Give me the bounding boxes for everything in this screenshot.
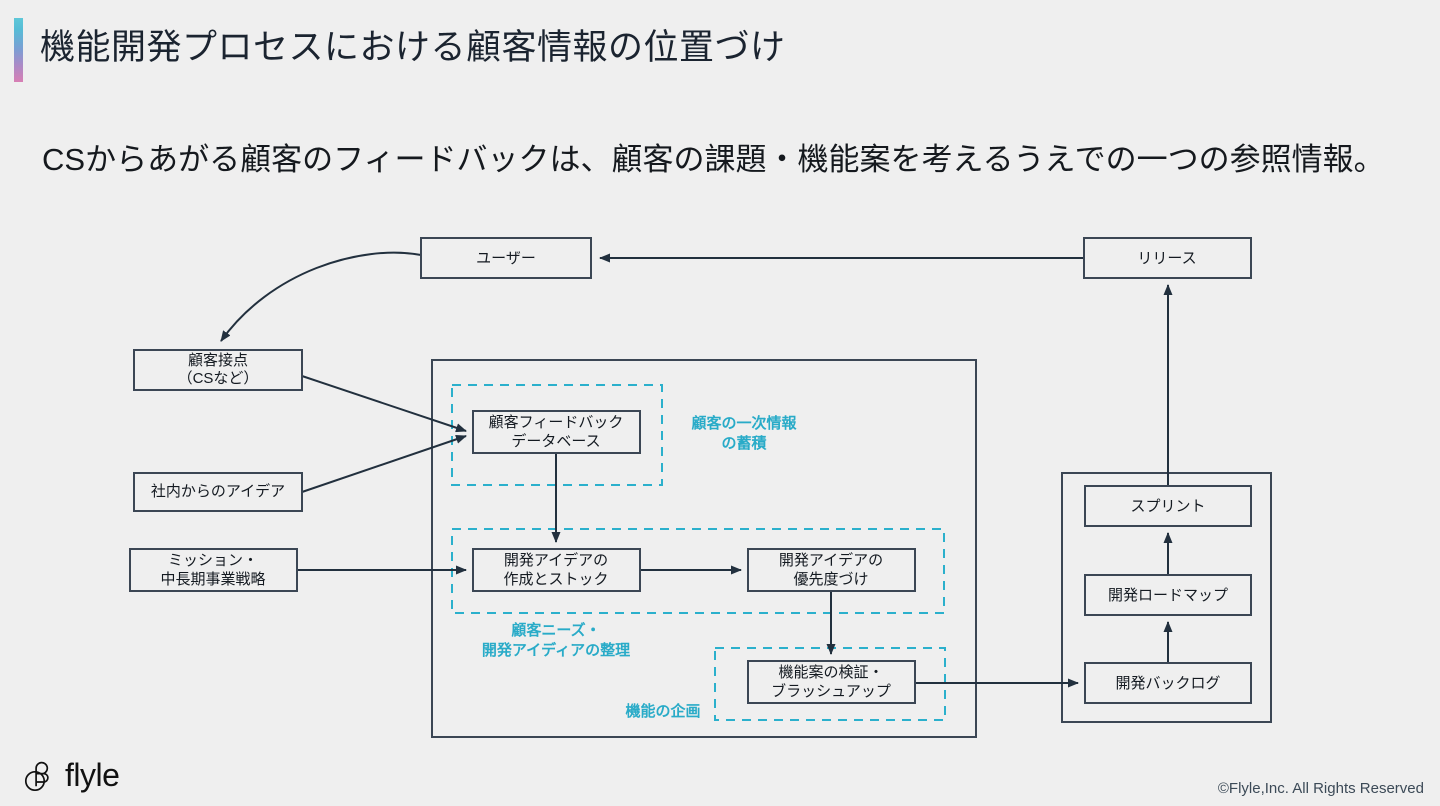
group-label-feature-planning-line1: 機能の企画 xyxy=(625,702,700,720)
node-feedback-database-label-1: 顧客フィードバック xyxy=(489,414,624,431)
node-release-label: リリース xyxy=(1137,250,1196,267)
group-region-primary-info xyxy=(451,384,663,486)
node-sprint-label: スプリント xyxy=(1130,498,1205,515)
node-mission-strategy-label-2: 中長期事業戦略 xyxy=(160,571,265,588)
node-idea-prioritization[interactable]: 開発アイデアの 優先度づけ xyxy=(747,548,916,592)
node-mission-strategy[interactable]: ミッション・ 中長期事業戦略 xyxy=(129,548,298,592)
flyle-logo: flyle xyxy=(22,757,120,793)
flyle-mark-icon xyxy=(24,761,49,792)
node-internal-idea[interactable]: 社内からのアイデア xyxy=(133,472,303,512)
node-internal-idea-label: 社内からのアイデア xyxy=(151,482,285,500)
node-feature-validation[interactable]: 機能案の検証・ ブラッシュアップ xyxy=(747,660,916,704)
link-user-to-touchpoint xyxy=(220,251,422,342)
group-label-idea-organization-line2: 開発アイディアの整理 xyxy=(482,641,630,659)
group-label-primary-info: 顧客の一次情報 の蓄積 xyxy=(691,414,797,452)
link-touchpoint-to-database xyxy=(301,375,467,433)
node-feedback-database[interactable]: 顧客フィードバック データベース xyxy=(472,410,641,454)
copyright-notice: ©Flyle,Inc. All Rights Reserved xyxy=(1217,780,1424,797)
node-customer-touchpoint-label-1: 顧客接点 xyxy=(188,352,248,369)
group-label-idea-organization: 顧客ニーズ・ 開発アイディアの整理 xyxy=(482,621,630,659)
node-idea-creation[interactable]: 開発アイデアの 作成とストック xyxy=(472,548,641,592)
title-accent-bar xyxy=(14,18,23,82)
group-label-feature-planning: 機能の企画 xyxy=(625,702,700,720)
node-idea-creation-label-2: 作成とストック xyxy=(503,571,608,588)
node-release[interactable]: リリース xyxy=(1083,237,1252,279)
node-feature-validation-label-1: 機能案の検証・ xyxy=(778,663,883,681)
slide-subtitle: CSからあがる顧客のフィードバックは、顧客の課題・機能案を考えるうえでの一つの参… xyxy=(42,142,1385,177)
node-idea-creation-label-1: 開発アイデアの xyxy=(504,551,608,569)
product-development-container xyxy=(431,359,977,738)
node-user[interactable]: ユーザー xyxy=(420,237,592,279)
group-label-primary-info-line2: の蓄積 xyxy=(721,434,767,452)
link-internal-idea-to-database xyxy=(301,434,467,493)
node-roadmap[interactable]: 開発ロードマップ xyxy=(1084,574,1252,616)
node-customer-touchpoint-label-2: （CSなど） xyxy=(178,370,259,387)
node-idea-prioritization-label-2: 優先度づけ xyxy=(793,571,868,588)
page-title: 機能開発プロセスにおける顧客情報の位置づけ xyxy=(40,28,786,67)
node-idea-prioritization-label-1: 開発アイデアの xyxy=(779,551,883,569)
group-label-primary-info-line1: 顧客の一次情報 xyxy=(691,414,797,432)
node-feature-validation-label-2: ブラッシュアップ xyxy=(771,682,891,700)
node-feedback-database-label-2: データベース xyxy=(511,432,600,450)
node-customer-touchpoint[interactable]: 顧客接点 （CSなど） xyxy=(133,349,303,391)
node-mission-strategy-label-1: ミッション・ xyxy=(168,552,258,569)
development-cycle-container xyxy=(1061,472,1272,723)
node-backlog[interactable]: 開発バックログ xyxy=(1084,662,1252,704)
node-sprint[interactable]: スプリント xyxy=(1084,485,1252,527)
group-label-idea-organization-line1: 顧客ニーズ・ xyxy=(511,621,600,639)
node-user-label: ユーザー xyxy=(476,250,536,267)
node-roadmap-label: 開発ロードマップ xyxy=(1108,587,1228,604)
node-backlog-label: 開発バックログ xyxy=(1115,675,1220,692)
flyle-wordmark: flyle xyxy=(65,757,120,793)
